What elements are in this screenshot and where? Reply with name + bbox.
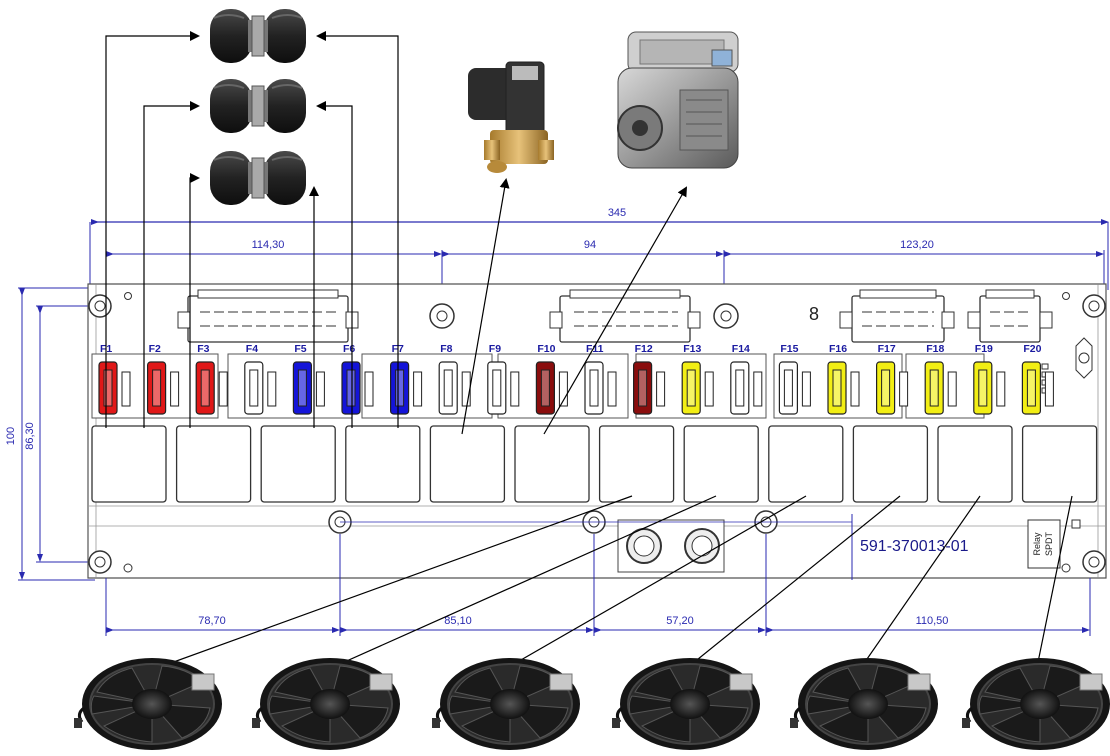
fuse-label: F13 (683, 343, 701, 355)
part-number: 591-370013-01 (860, 538, 969, 555)
blower-motor-group (209, 8, 307, 206)
connector-group (177, 289, 1053, 343)
dimension-overall-width: 345 (608, 207, 626, 219)
relay-socket (429, 425, 506, 503)
radiator-fan-image (72, 656, 224, 752)
fuse-f12 (632, 361, 666, 415)
fuse-f7 (390, 361, 423, 415)
fuse-label: F10 (537, 343, 555, 355)
fan-group (72, 656, 1110, 752)
relay-socket (683, 425, 759, 503)
solenoid-valve-image (468, 61, 554, 173)
fuse-f13 (681, 361, 714, 415)
fuse-label: F6 (343, 343, 355, 355)
relay-socket (175, 425, 252, 503)
fuse-label: F20 (1023, 343, 1041, 355)
fuse-f5 (292, 361, 325, 415)
fuse-label: F9 (489, 343, 501, 355)
relay-socket (768, 425, 844, 503)
relay-socket (91, 425, 167, 503)
vertical-dimensions: 100 86,30 (5, 287, 100, 581)
fuse-label: F12 (635, 343, 653, 355)
radiator-fan-image (610, 656, 762, 752)
radiator-fan-image (250, 656, 402, 752)
relay-socket (852, 425, 929, 503)
dimension-bottom-4: 110,50 (916, 615, 949, 627)
fuse-f14 (730, 361, 763, 415)
fuse-f16 (827, 361, 860, 415)
fuse-f4 (244, 361, 277, 415)
dimension-top-middle: 94 (584, 239, 596, 251)
component-wiring-arrows (461, 178, 687, 435)
fuse-f10 (535, 361, 568, 415)
fuse-label: F17 (878, 343, 896, 355)
connector-2 (549, 289, 701, 343)
relay-label-line2: SPDT (1044, 532, 1054, 557)
blower-motor-image (209, 150, 307, 206)
dimension-bottom-1: 78,70 (198, 615, 226, 627)
fuse-f2 (147, 361, 180, 415)
dimension-top-right: 123,20 (900, 239, 934, 251)
fuse-label: F2 (149, 343, 161, 355)
fuse-f19 (973, 361, 1006, 415)
fuse-label: F5 (294, 343, 306, 355)
fuse-label: F11 (586, 343, 604, 355)
relay-socket (598, 425, 675, 503)
fuse-label: F3 (197, 343, 209, 355)
compressor-image (617, 31, 739, 169)
connector-3 (839, 289, 955, 343)
fuse-f9 (487, 361, 520, 415)
fuse-f11 (584, 361, 617, 415)
blower-wiring-arrows (105, 31, 399, 428)
fan-wiring-arrows (144, 495, 1073, 674)
relay-socket (937, 425, 1013, 503)
blower-motor-image (209, 8, 307, 64)
bottom-dimensions: 78,70 85,10 57,20 110,50 (105, 521, 1091, 636)
blower-motor-image (209, 78, 307, 134)
dimension-height-inner: 86,30 (24, 422, 36, 450)
fuse-f20 (1021, 361, 1054, 415)
fuse-label: F19 (975, 343, 993, 355)
board-marking-8: 8 (809, 304, 819, 324)
fuse-f8 (438, 361, 471, 415)
overall-dimension: 345 (89, 207, 1109, 290)
fuse-label: F18 (926, 343, 944, 355)
radiator-fan-image (430, 656, 582, 752)
dimension-height-total: 100 (5, 427, 17, 445)
connector-4 (967, 289, 1053, 343)
dimension-bottom-3: 57,20 (666, 615, 694, 627)
fuse-f1 (98, 361, 131, 415)
fuse-f3 (195, 361, 228, 415)
relay-label-line1: Relay (1032, 532, 1042, 556)
fuse-label: F8 (440, 343, 452, 355)
fuse-label: F14 (732, 343, 750, 355)
fuse-f17 (875, 361, 909, 415)
relay-row (91, 425, 1098, 503)
fuse-f15 (778, 361, 811, 415)
dimension-top-left: 114,30 (252, 239, 285, 251)
fuse-f6 (341, 361, 374, 415)
relay-socket (514, 425, 590, 503)
connector-1 (177, 289, 359, 343)
relay-socket (1021, 425, 1098, 503)
fuse-label: F15 (780, 343, 798, 355)
fuse-label: F4 (246, 343, 258, 355)
relay-socket (345, 425, 421, 503)
dimension-bottom-2: 85,10 (444, 615, 472, 627)
relay-socket (260, 425, 336, 503)
fuse-f18 (924, 361, 957, 415)
fuse-label: F16 (829, 343, 847, 355)
radiator-fan-image (960, 656, 1110, 752)
radiator-fan-image (788, 656, 940, 752)
